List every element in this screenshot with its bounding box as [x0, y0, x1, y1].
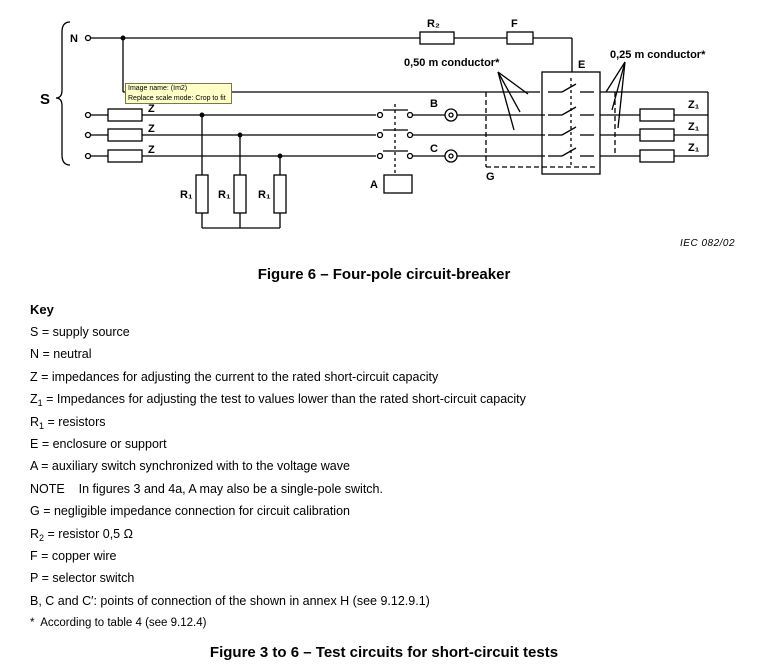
key-list: S = supply source N = neutral Z = impeda… [30, 322, 526, 635]
iec-reference: IEC 082/02 [680, 238, 736, 249]
figure-caption: Figure 6 – Four-pole circuit-breaker [257, 266, 511, 283]
label-z1-3: Z₁ [688, 142, 700, 154]
label-a: A [370, 179, 378, 191]
bottom-caption: Figure 3 to 6 – Test circuits for short-… [209, 644, 559, 661]
key-item: A = auxiliary switch synchronized with t… [30, 459, 350, 474]
key-item: N = neutral [30, 347, 92, 362]
key-item: E = enclosure or support [30, 436, 167, 451]
key-item: R1 = resistors [30, 414, 106, 431]
label-z-1: Z [148, 103, 155, 115]
label-f: F [511, 18, 518, 30]
key-item: F = copper wire [30, 548, 117, 563]
label-conductor-050: 0,50 m conductor* [404, 57, 500, 69]
key-item: B, C and C′: points of connection of the… [30, 593, 430, 608]
circuit-diagram: N S R₂ F 0,50 m conductor* 0,25 m conduc… [40, 18, 709, 229]
label-n: N [70, 33, 78, 45]
label-b: B [430, 98, 438, 110]
label-e: E [578, 59, 585, 71]
label-s: S [40, 91, 50, 108]
label-z1-2: Z₁ [688, 121, 700, 133]
key-item: P = selector switch [30, 571, 135, 586]
label-r1-1: R₁ [180, 189, 193, 201]
label-z-3: Z [148, 144, 155, 156]
key-item: Z1 = Impedances for adjusting the test t… [30, 392, 526, 409]
key-item: S = supply source [30, 325, 130, 339]
key-item: G = negligible impedance connection for … [30, 504, 350, 519]
label-c: C [430, 143, 438, 155]
label-z-2: Z [148, 123, 155, 135]
key-heading: Key [30, 302, 54, 317]
label-z1-1: Z₁ [688, 99, 700, 111]
tooltip-line-2: Replace scale mode: Crop to fit [128, 94, 226, 102]
label-r1-3: R₁ [258, 189, 271, 201]
key-note: NOTE In figures 3 and 4a, A may also be … [30, 481, 383, 496]
label-r1-2: R₁ [218, 189, 231, 201]
image-tooltip: Image name: (Im2) Replace scale mode: Cr… [125, 83, 232, 104]
label-r2: R₂ [427, 18, 440, 30]
tooltip-line-1: Image name: (Im2) [128, 85, 188, 92]
key-footnote: * According to table 4 (see 9.12.4) [30, 617, 207, 630]
label-g: G [486, 171, 495, 183]
label-conductor-025: 0,25 m conductor* [610, 49, 706, 61]
key-item: Z = impedances for adjusting the current… [30, 369, 439, 384]
key-item: R2 = resistor 0,5 Ω [30, 526, 133, 543]
